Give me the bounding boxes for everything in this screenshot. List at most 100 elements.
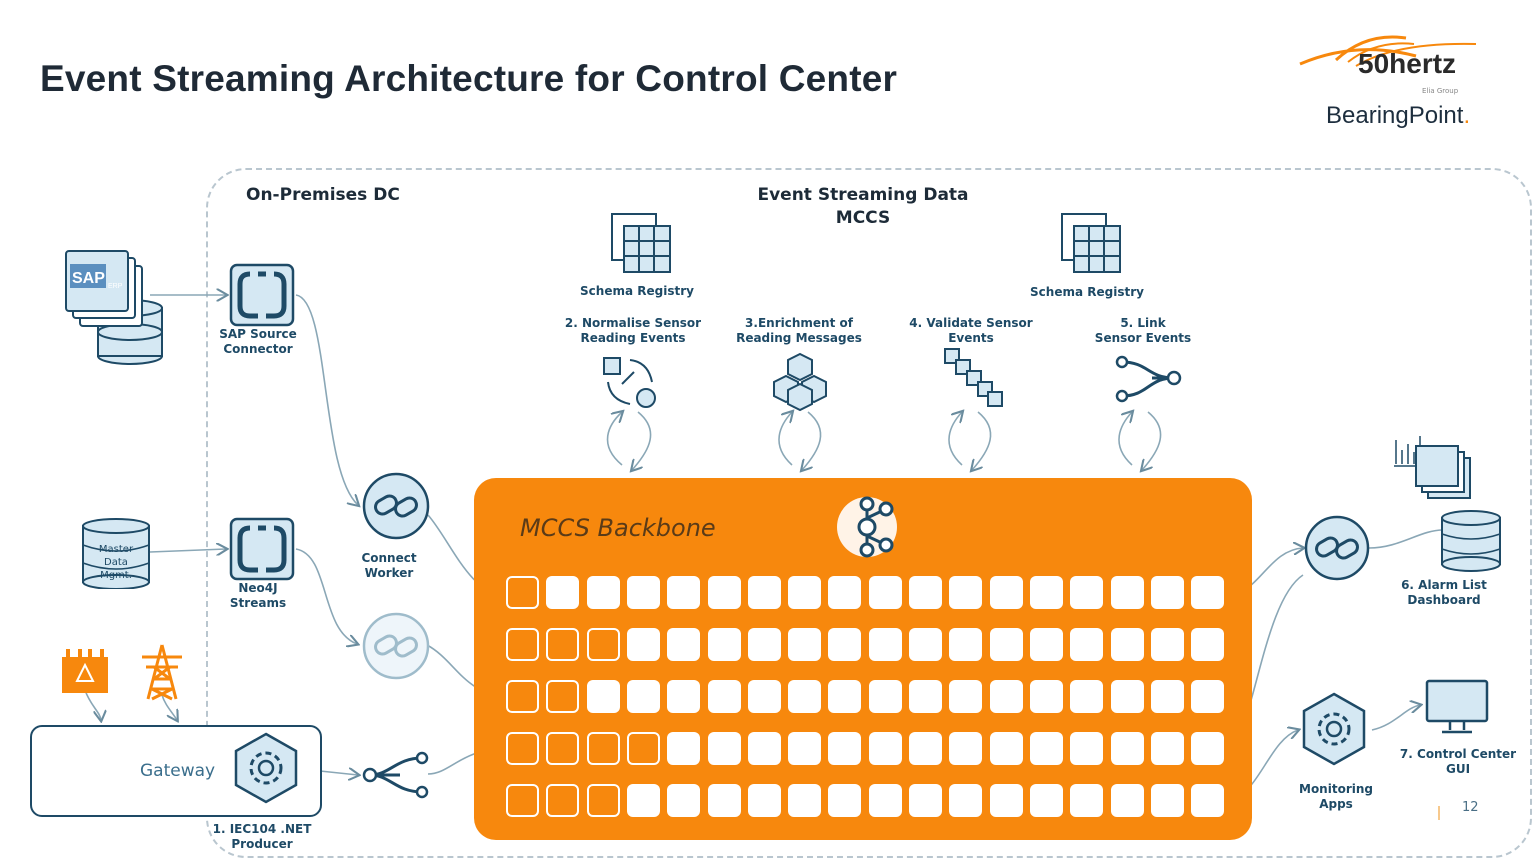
partition-cell [1070,732,1104,765]
sap-erp-icon: SAP ERP [65,250,163,365]
gui-label: 7. Control Center GUI [1388,747,1528,777]
partition-cell [868,576,902,609]
page-title: Event Streaming Architecture for Control… [40,58,898,99]
partition-cell [1150,732,1184,765]
partition-cell [707,628,741,661]
logo-bearingpoint: BearingPoint. [1326,102,1470,130]
partition-cell [626,628,660,661]
partition-cell [1191,732,1225,765]
partition-cell [1150,628,1184,661]
streaming-title: Event Streaming Data MCCS [746,184,980,230]
logo-bearingpoint-mark: . [1463,102,1471,129]
partition-cell [586,680,620,713]
monitor-gui-icon [1425,679,1489,734]
partition-cell [949,732,983,765]
neo4j-line2: Streams [229,596,287,610]
normalise-cycle-icon [603,357,656,408]
master-line1: Master [99,544,134,555]
partition-cell [989,680,1023,713]
sap-connector-icon [229,263,295,327]
monitoring-label: Monitoring Apps [1290,782,1382,812]
partition-cell [707,784,741,817]
page-number: 12 [1462,800,1479,815]
partition-cell [707,576,741,609]
partition-cell [747,784,781,817]
partition-cell-filled [546,680,580,713]
partition-cell [909,628,942,661]
partition-cell [747,576,781,609]
partition-cell-filled [506,732,539,765]
partition-cell [667,732,701,765]
partition-cell [626,680,660,713]
partition-cell [1191,628,1225,661]
partition-cell [1110,680,1144,713]
master-data-db-icon: Master Data Mgmt. [82,518,150,589]
partition-cell [747,628,781,661]
master-line2: Data [104,557,128,568]
neo4j-line1: Neo4J [238,581,278,595]
gui-line1: 7. Control Center [1399,747,1517,761]
partition-cell [667,628,701,661]
master-line3: Mgmt. [100,570,132,581]
alarm-line2: Dashboard [1407,593,1481,607]
partition-cell [788,576,822,609]
partition-cell [1029,784,1063,817]
neo4j-streams-icon [229,517,295,581]
partition-cell [828,784,862,817]
monitoring-line1: Monitoring [1299,782,1373,796]
step-3-line1: 3.Enrichment of [745,316,853,330]
neo4j-label: Neo4J Streams [210,581,306,611]
power-pylon-icon [142,644,182,701]
partition-cell [1191,576,1225,609]
step-3-label: 3.Enrichment of Reading Messages [728,316,870,346]
producer-label: 1. IEC104 .NET Producer [212,822,312,852]
partition-cell [909,784,942,817]
partition-cell [788,732,822,765]
monitoring-gear-icon [1302,692,1366,766]
partition-cell [1070,628,1104,661]
gateway-gear-icon [234,732,298,804]
partition-cell [949,576,983,609]
partition-cell [667,680,701,713]
connect-worker-line1: Connect [361,551,417,565]
partition-cell-filled [506,576,539,609]
partition-cell-filled [546,784,580,817]
streaming-title-line2: MCCS [835,208,891,228]
partition-cell [828,576,862,609]
partition-cell-filled [546,732,580,765]
partition-cell [949,680,983,713]
partition-cell [909,732,942,765]
partition-cell [989,732,1023,765]
partition-cell [626,576,660,609]
partition-cell [1150,576,1184,609]
partition-cell-filled [586,628,620,661]
alarm-line1: 6. Alarm List [1401,578,1487,592]
step-4-line1: 4. Validate Sensor [909,316,1033,330]
partition-cell [1070,784,1104,817]
partition-cell [667,576,701,609]
partition-cell [1110,628,1144,661]
partition-cell [828,680,862,713]
step-4-line2: Events [948,331,994,345]
partition-cell-filled [586,784,620,817]
partition-cell [788,628,822,661]
partition-cell [1150,784,1184,817]
step-5-line1: 5. Link [1120,316,1166,330]
partition-cell [868,680,902,713]
schema-registry-icon [611,213,671,273]
partition-cell [1029,680,1063,713]
connect-worker-icon [362,472,430,540]
partition-cell [1029,576,1063,609]
step-5-label: 5. Link Sensor Events [1084,316,1202,346]
partition-cell [586,576,620,609]
step-5-line2: Sensor Events [1094,331,1192,345]
sap-connector-line1: SAP Source [219,327,297,341]
partition-cell [868,628,902,661]
partition-cell [1070,680,1104,713]
onprem-title: On-Premises DC [246,185,400,205]
sap-connector-label: SAP Source Connector [210,327,306,357]
partition-cell-filled [626,732,660,765]
alarm-label: 6. Alarm List Dashboard [1390,578,1498,608]
partition-cell [1191,784,1225,817]
partition-cell [868,732,902,765]
